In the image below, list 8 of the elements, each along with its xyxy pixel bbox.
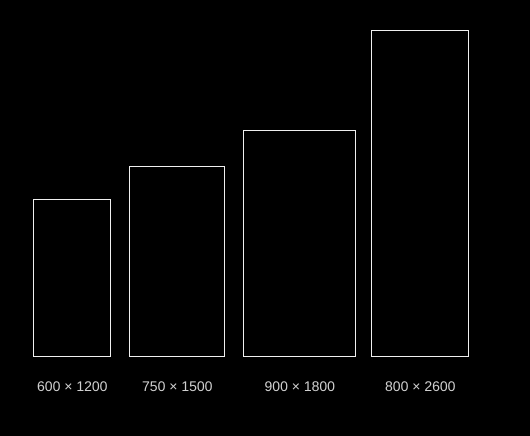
dimension-label: 800 × 2600 (385, 377, 456, 395)
size-rectangle (33, 199, 111, 357)
size-rectangle (243, 130, 356, 357)
dimension-label: 750 × 1500 (142, 377, 212, 395)
size-rectangle (129, 166, 225, 357)
dimension-label: 900 × 1800 (264, 377, 335, 395)
dimension-label: 600 × 1200 (37, 377, 108, 395)
size-rectangle (371, 30, 469, 357)
